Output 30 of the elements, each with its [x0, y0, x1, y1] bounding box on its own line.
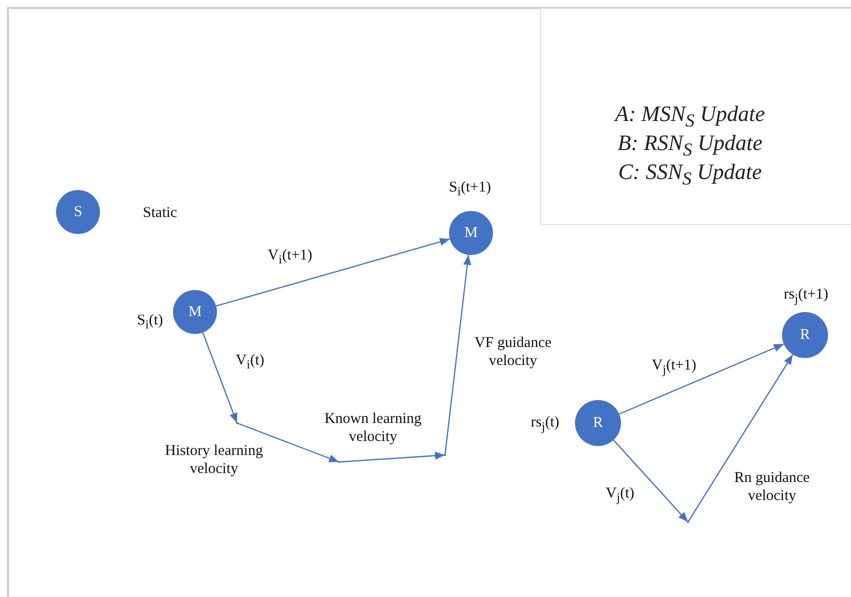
legend-panel	[540, 8, 851, 225]
edge-label: Rn guidance velocity	[733, 469, 811, 505]
edge-label: V$_{j}$(t+1)	[650, 356, 698, 378]
state-label: Static	[142, 204, 178, 222]
node-circle: R	[575, 400, 621, 446]
node-circle: R	[782, 312, 828, 358]
state-label: rs$_{j}$(t)	[530, 414, 560, 434]
node-circle: M	[173, 290, 217, 334]
edge-label: History learning velocity	[164, 442, 264, 478]
update-rule-text: A: MSN$_{S}$ Update	[613, 101, 766, 132]
arrow	[216, 238, 450, 307]
edge-label: V$_{i}$(t+1)	[266, 246, 314, 268]
arrow	[613, 440, 688, 522]
edge-label: Known learning velocity	[323, 410, 423, 446]
update-rule-text: B: RSN$_{S}$ Update	[616, 130, 764, 160]
edge-label: VF guidance velocity	[473, 334, 553, 370]
edge-label: V$_{i}$(t)	[234, 352, 266, 372]
edge-label: V$_{j}$(t)	[604, 484, 636, 506]
state-label: rs$_{j}$(t+1)	[784, 286, 828, 306]
arrow	[618, 343, 784, 415]
arrow	[338, 452, 446, 463]
arrow	[688, 354, 794, 522]
arrow	[444, 254, 472, 456]
state-label: S$_{i}$(t+1)	[449, 178, 491, 200]
update-rule-text: C: SSN$_{S}$ Update	[617, 159, 763, 190]
node-circle: S	[56, 190, 100, 234]
arrow	[236, 422, 340, 463]
node-circle: M	[449, 211, 493, 255]
state-label: S$_{i}$(t)	[137, 312, 163, 332]
arrow	[202, 332, 238, 424]
